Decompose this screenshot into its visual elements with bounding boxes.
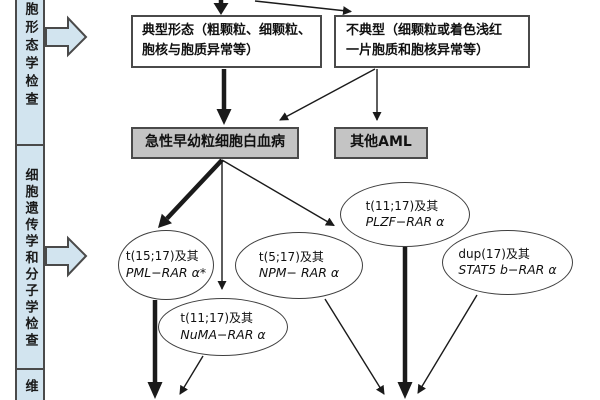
sidebar-section-cytogenetics: 细胞遗传学和分子学检查 bbox=[15, 144, 45, 370]
node-ellipse-stat5b-rara: dup(17)及其 STAT5 b−RAR α bbox=[442, 230, 573, 295]
sidebar-stage-column: 胞形态学检查 细胞遗传学和分子学检查 维 bbox=[15, 0, 45, 400]
node-other-aml: 其他AML bbox=[334, 127, 428, 159]
node-ellipse-npm-rara: t(5;17)及其 NPM− RAR α bbox=[235, 232, 363, 299]
block-arrow-cytogenetics bbox=[45, 235, 88, 278]
node-ellipse-plzf-rara: t(11;17)及其 PLZF−RAR α bbox=[340, 182, 470, 247]
sidebar-label-cytogenetics: 细胞遗传学和分子学检查 bbox=[22, 168, 38, 350]
arrow-plzf-down-head bbox=[397, 382, 413, 399]
arrow-pml-down-head bbox=[147, 382, 163, 399]
arrow-top-to-atypical bbox=[254, 0, 352, 16]
typical-line1: 典型形态（粗颗粒、细颗粒、 bbox=[142, 23, 312, 38]
stat5-karyotype: dup(17)及其 bbox=[458, 246, 530, 261]
pml-karyotype: t(15;17)及其 bbox=[125, 249, 199, 264]
arrow-top-to-typical-head bbox=[213, 3, 229, 15]
arrow-numa-down bbox=[179, 355, 204, 395]
node-typical-morphology: 典型形态（粗颗粒、细颗粒、 胞核与胞质异常等） bbox=[131, 15, 322, 68]
node-ellipse-pml-rara: t(15;17)及其 PML−RAR α* bbox=[118, 230, 214, 300]
arrow-stat5-down bbox=[417, 294, 478, 394]
sidebar-label-maintenance: 维 bbox=[22, 379, 38, 392]
plzf-karyotype: t(11;17)及其 bbox=[365, 198, 439, 213]
arrow-npm-down bbox=[324, 298, 385, 395]
npm-gene: NPM− RAR α bbox=[258, 265, 340, 281]
block-arrow-morphology bbox=[45, 15, 88, 58]
arrow-apl-to-pml-head bbox=[158, 213, 172, 228]
arrow-apl-to-plzf bbox=[221, 159, 335, 227]
node-apl-diagnosis: 急性早幼粒细胞白血病 bbox=[131, 127, 299, 159]
arrow-atypical-to-apl bbox=[279, 68, 376, 121]
atypical-line2: 一片胞质和胞核异常等） bbox=[346, 43, 490, 59]
plzf-gene: PLZF−RAR α bbox=[365, 214, 445, 230]
sidebar-section-maintenance: 维 bbox=[15, 368, 45, 400]
arrow-apl-to-pml-shaft bbox=[165, 158, 224, 221]
npm-karyotype: t(5;17)及其 bbox=[258, 249, 324, 264]
typical-line2: 胞核与胞质异常等） bbox=[142, 43, 260, 59]
pml-gene: PML−RAR α* bbox=[125, 264, 207, 280]
other-aml-label: 其他AML bbox=[350, 134, 412, 151]
numa-gene: NuMA−RAR α bbox=[180, 326, 266, 342]
arrow-typical-to-apl-head bbox=[216, 109, 232, 125]
node-ellipse-numa-rara: t(11;17)及其 NuMA−RAR α bbox=[158, 298, 288, 356]
atypical-line1: 不典型（细颗粒或着色浅红 bbox=[346, 23, 503, 38]
sidebar-section-morphology: 胞形态学检查 bbox=[15, 0, 45, 146]
numa-karyotype: t(11;17)及其 bbox=[180, 311, 254, 326]
node-atypical-morphology: 不典型（细颗粒或着色浅红 一片胞质和胞核异常等） bbox=[334, 15, 530, 68]
stat5-gene: STAT5 b−RAR α bbox=[458, 262, 557, 278]
apl-label: 急性早幼粒细胞白血病 bbox=[145, 134, 285, 151]
sidebar-label-morphology: 胞形态学检查 bbox=[22, 2, 38, 110]
